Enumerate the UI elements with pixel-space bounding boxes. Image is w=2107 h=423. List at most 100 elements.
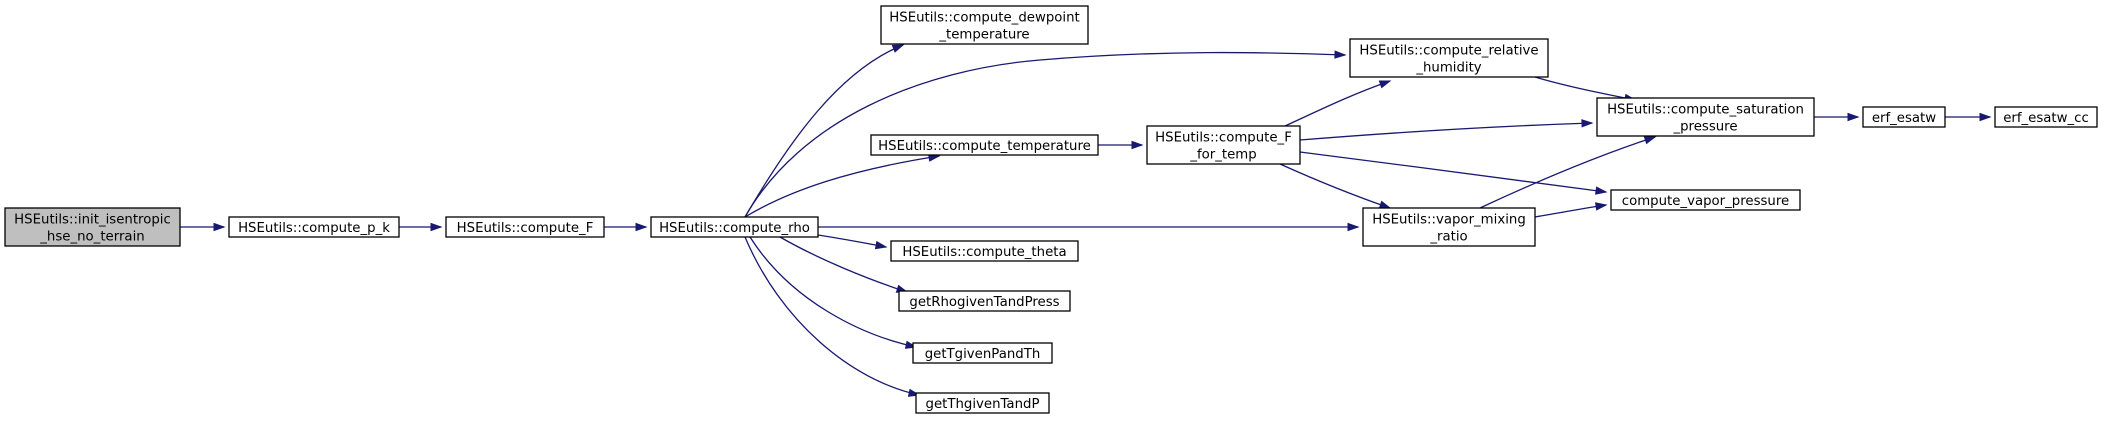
node-box <box>1596 97 1815 137</box>
edge-line <box>744 44 904 218</box>
edge-root-to-compute-p-k <box>180 222 226 232</box>
node-compute-relative-humidity[interactable]: HSEutils::compute_relative_humidity <box>1349 38 1549 78</box>
edge-compute-f-for-temp-to-vapor-mixing-ratio <box>1279 163 1392 209</box>
node-label: getTgivenPandTh <box>925 347 1041 362</box>
node-compute-temperature[interactable]: HSEutils::compute_temperature <box>870 134 1099 156</box>
edge-arrowhead <box>1347 222 1360 232</box>
edge-arrowhead <box>213 222 226 232</box>
edge-compute-rho-to-vapor-mixing-ratio <box>818 222 1360 232</box>
node-label: _hse_no_terrain <box>39 230 144 245</box>
node-label: _pressure <box>1672 120 1737 135</box>
node-label: compute_vapor_pressure <box>1622 194 1789 209</box>
edge-line <box>744 236 920 396</box>
node-box <box>650 216 819 238</box>
edge-line <box>744 155 940 218</box>
edge-erf-esatw-to-erf-esatw-cc <box>1945 112 1992 122</box>
edge-line <box>1479 136 1656 209</box>
edge-vapor-mixing-ratio-to-compute-vapor-pressure <box>1534 202 1608 218</box>
node-box <box>890 240 1079 262</box>
node-box <box>870 134 1099 156</box>
node-compute-p-k[interactable]: HSEutils::compute_p_k <box>228 216 400 238</box>
node-box <box>880 5 1089 45</box>
edge-arrowhead <box>1979 112 1992 122</box>
node-box <box>1349 38 1549 78</box>
node-compute-f-for-temp[interactable]: HSEutils::compute_F_for_temp <box>1146 125 1301 165</box>
edge-compute-p-k-to-compute-f <box>399 222 443 232</box>
edge-line <box>749 236 917 348</box>
node-label: HSEutils::init_isentropic <box>14 213 171 228</box>
node-compute-saturation-pressure[interactable]: HSEutils::compute_saturation_pressure <box>1596 97 1815 137</box>
node-erf-esatw[interactable]: erf_esatw <box>1862 106 1946 128</box>
edge-compute-f-for-temp-to-compute-relative-humidity <box>1284 80 1392 127</box>
node-box <box>898 290 1071 312</box>
node-label: HSEutils::compute_temperature <box>878 139 1091 154</box>
edge-arrowhead <box>1847 112 1860 122</box>
edge-compute-f-for-temp-to-compute-saturation-pressure <box>1299 119 1594 141</box>
node-compute-vapor-pressure[interactable]: compute_vapor_pressure <box>1610 189 1801 211</box>
edge-compute-rho-to-compute-theta <box>817 234 888 250</box>
node-label: HSEutils::compute_saturation <box>1607 103 1804 118</box>
node-label: HSEutils::compute_relative <box>1359 44 1538 59</box>
node-box <box>912 342 1053 364</box>
edge-line <box>1534 204 1607 218</box>
edge-arrowhead <box>1643 136 1657 145</box>
node-box <box>915 392 1050 414</box>
node-label: HSEutils::compute_p_k <box>238 221 390 236</box>
node-compute-dewpoint[interactable]: HSEutils::compute_dewpoint_temperature <box>880 5 1089 45</box>
node-box <box>445 216 605 238</box>
node-gett[interactable]: getTgivenPandTh <box>912 342 1053 364</box>
node-box <box>1362 207 1536 247</box>
node-box <box>1610 189 1801 211</box>
edge-compute-rho-to-compute-relative-humidity <box>744 50 1347 218</box>
node-erf-esatw-cc[interactable]: erf_esatw_cc <box>1994 106 2098 128</box>
node-label: HSEutils::compute_theta <box>902 245 1066 260</box>
edge-arrowhead <box>891 44 905 53</box>
edge-arrowhead <box>874 240 888 250</box>
edge-arrowhead <box>1581 119 1594 128</box>
edge-line <box>779 236 908 293</box>
edge-compute-saturation-pressure-to-erf-esatw <box>1814 112 1860 122</box>
node-label: _temperature <box>938 28 1029 43</box>
node-label: _humidity <box>1415 61 1481 76</box>
node-label: HSEutils::compute_F <box>457 221 594 236</box>
edge-compute-rho-to-compute-temperature <box>744 153 941 218</box>
node-root[interactable]: HSEutils::init_isentropic_hse_no_terrain <box>4 207 181 247</box>
node-getth[interactable]: getThgivenTandP <box>915 392 1050 414</box>
node-compute-rho[interactable]: HSEutils::compute_rho <box>650 216 819 238</box>
edge-arrowhead <box>1378 200 1392 209</box>
edge-arrowhead <box>430 222 443 232</box>
node-label: erf_esatw_cc <box>2003 111 2089 126</box>
edge-line <box>1299 122 1593 141</box>
edge-line <box>1284 80 1391 127</box>
edge-compute-f-to-compute-rho <box>604 222 648 232</box>
edge-arrowhead <box>1334 50 1347 59</box>
edge-arrowhead <box>1595 186 1608 195</box>
node-box <box>228 216 400 238</box>
edges-layer <box>180 44 1992 397</box>
edge-compute-temperature-to-compute-f-for-temp <box>1098 140 1144 150</box>
edge-compute-rho-to-compute-dewpoint <box>744 44 905 218</box>
edge-compute-rho-to-getrho <box>779 236 909 293</box>
edge-arrowhead <box>1595 202 1608 211</box>
node-vapor-mixing-ratio[interactable]: HSEutils::vapor_mixing_ratio <box>1362 207 1536 247</box>
node-label: getRhogivenTandPress <box>909 295 1059 310</box>
edge-line <box>744 51 1346 218</box>
node-box <box>1994 106 2098 128</box>
node-label: HSEutils::compute_F <box>1155 131 1292 146</box>
node-box <box>4 207 181 247</box>
node-label: _for_temp <box>1189 148 1256 163</box>
node-box <box>1862 106 1946 128</box>
edge-line <box>1299 151 1607 193</box>
edge-arrowhead <box>1131 140 1144 150</box>
edge-line <box>1279 163 1391 209</box>
node-box <box>1146 125 1301 165</box>
edge-arrowhead <box>635 222 648 232</box>
nodes-layer: HSEutils::init_isentropic_hse_no_terrain… <box>4 5 2098 414</box>
node-label: HSEutils::vapor_mixing <box>1372 213 1526 228</box>
node-compute-theta[interactable]: HSEutils::compute_theta <box>890 240 1079 262</box>
node-label: HSEutils::compute_rho <box>659 221 810 236</box>
node-label: _ratio <box>1429 230 1467 245</box>
node-compute-f[interactable]: HSEutils::compute_F <box>445 216 605 238</box>
edge-arrowhead <box>1378 80 1392 89</box>
node-getrho[interactable]: getRhogivenTandPress <box>898 290 1071 312</box>
